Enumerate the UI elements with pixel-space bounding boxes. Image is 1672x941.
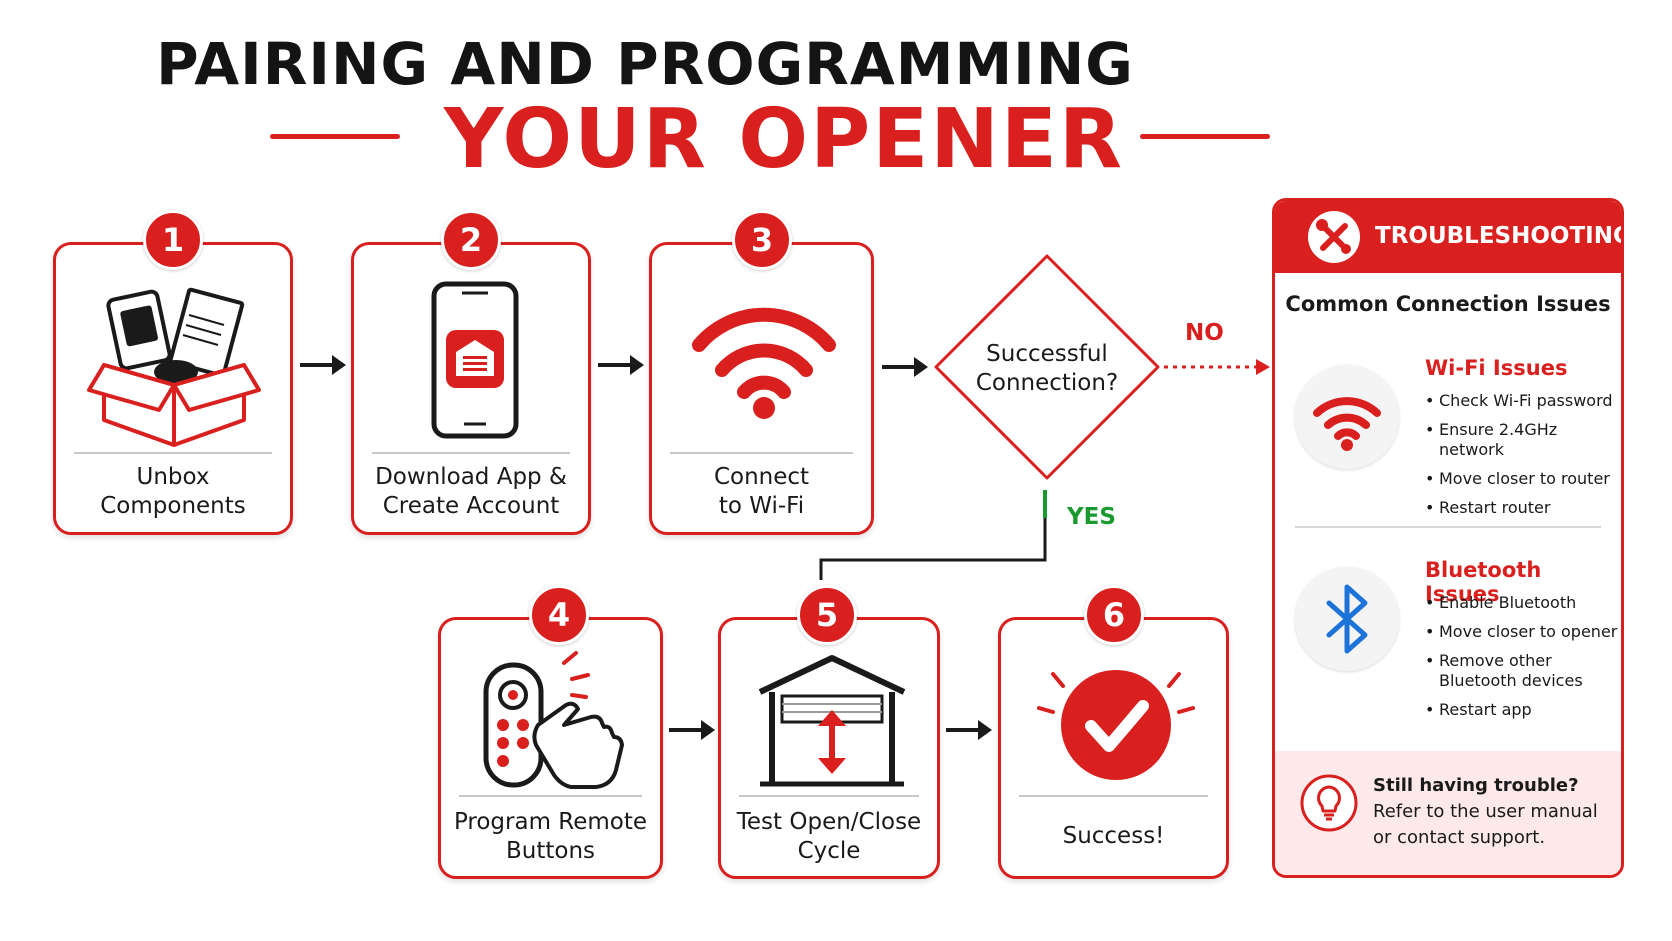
wifi-issues-list: Check Wi-Fi password Ensure 2.4GHz netwo… (1425, 391, 1621, 527)
list-item: Enable Bluetooth (1425, 593, 1617, 613)
step-1-divider (74, 452, 272, 454)
step-1-card: Unbox Components (53, 242, 293, 535)
step-4-card: Program Remote Buttons (438, 617, 663, 879)
step-5-divider (739, 795, 919, 797)
yes-connector (819, 490, 1047, 580)
step-1-label: Unbox Components (100, 464, 246, 519)
list-item: Ensure 2.4GHz network (1425, 420, 1621, 460)
troubleshooting-title: TROUBLESHOOTING (1375, 223, 1624, 249)
step-2-badge: 2 (441, 210, 501, 270)
checkmark-icon (1037, 670, 1195, 780)
no-label: NO (1185, 320, 1224, 346)
step-4-divider (459, 795, 642, 797)
wifi-icon (692, 307, 836, 419)
support-footer: Still having trouble? Refer to the user … (1275, 751, 1621, 875)
step-1-badge: 1 (143, 210, 203, 270)
support-text: Still having trouble? Refer to the user … (1373, 775, 1598, 848)
step-5-label: Test Open/Close Cycle (736, 809, 922, 864)
arrow-3-decision (882, 357, 928, 377)
list-item: Move closer to opener (1425, 622, 1617, 642)
garage-door-icon (758, 655, 906, 787)
decision-diamond (934, 254, 1160, 480)
step-3-card: Connect to Wi-Fi (649, 242, 874, 535)
tools-icon (1308, 211, 1360, 263)
title-decor-left (270, 134, 400, 139)
wifi-issues-title: Wi-Fi Issues (1425, 356, 1568, 380)
step-2-divider (372, 452, 570, 454)
step-6-label: Success! (1062, 823, 1165, 849)
title-decor-right (1140, 134, 1270, 139)
arrow-1-2 (300, 355, 346, 375)
step-6-card: Success! (998, 617, 1229, 879)
bluetooth-issue-icon-wrap (1295, 567, 1399, 671)
smartphone-app-icon (431, 281, 519, 439)
page-title-line1: PAIRING AND PROGRAMMING (156, 30, 1134, 98)
troubleshooting-separator (1295, 526, 1601, 528)
list-item: Restart app (1425, 700, 1617, 720)
wifi-issue-icon (1313, 397, 1381, 451)
page-title-line2: YOUR OPENER (443, 92, 1125, 187)
list-item: Restart router (1425, 498, 1621, 518)
list-item: Move closer to router (1425, 469, 1621, 489)
arrow-4-5 (669, 720, 715, 740)
step-6-divider (1019, 795, 1208, 797)
remote-press-icon (483, 651, 624, 789)
step-5-card: Test Open/Close Cycle (718, 617, 940, 879)
step-3-label: Connect to Wi-Fi (713, 464, 810, 519)
no-dotted-arrow (1164, 359, 1270, 375)
wifi-issue-icon-wrap (1295, 365, 1399, 469)
step-3-badge: 3 (732, 210, 792, 270)
step-4-label: Program Remote Buttons (453, 809, 648, 864)
troubleshooting-subtitle: Common Connection Issues (1285, 292, 1611, 316)
list-item: Remove other Bluetooth devices (1425, 651, 1617, 691)
troubleshooting-panel: TROUBLESHOOTING Common Connection Issues… (1272, 198, 1624, 878)
step-5-badge: 5 (797, 585, 857, 645)
lightbulb-icon (1300, 774, 1358, 832)
decision-text: Successful Connection? (975, 341, 1119, 396)
step-2-label: Download App & Create Account (375, 464, 567, 519)
yes-label: YES (1067, 504, 1116, 530)
arrow-2-3 (598, 355, 644, 375)
arrow-5-6 (946, 720, 992, 740)
troubleshooting-header: TROUBLESHOOTING (1275, 201, 1621, 273)
step-2-card: Download App & Create Account (351, 242, 591, 535)
step-3-divider (670, 452, 853, 454)
step-6-badge: 6 (1084, 585, 1144, 645)
bluetooth-issues-list: Enable Bluetooth Move closer to opener R… (1425, 593, 1617, 729)
bluetooth-icon (1326, 584, 1368, 654)
step-4-badge: 4 (529, 585, 589, 645)
list-item: Check Wi-Fi password (1425, 391, 1621, 411)
box-icon (87, 287, 261, 447)
